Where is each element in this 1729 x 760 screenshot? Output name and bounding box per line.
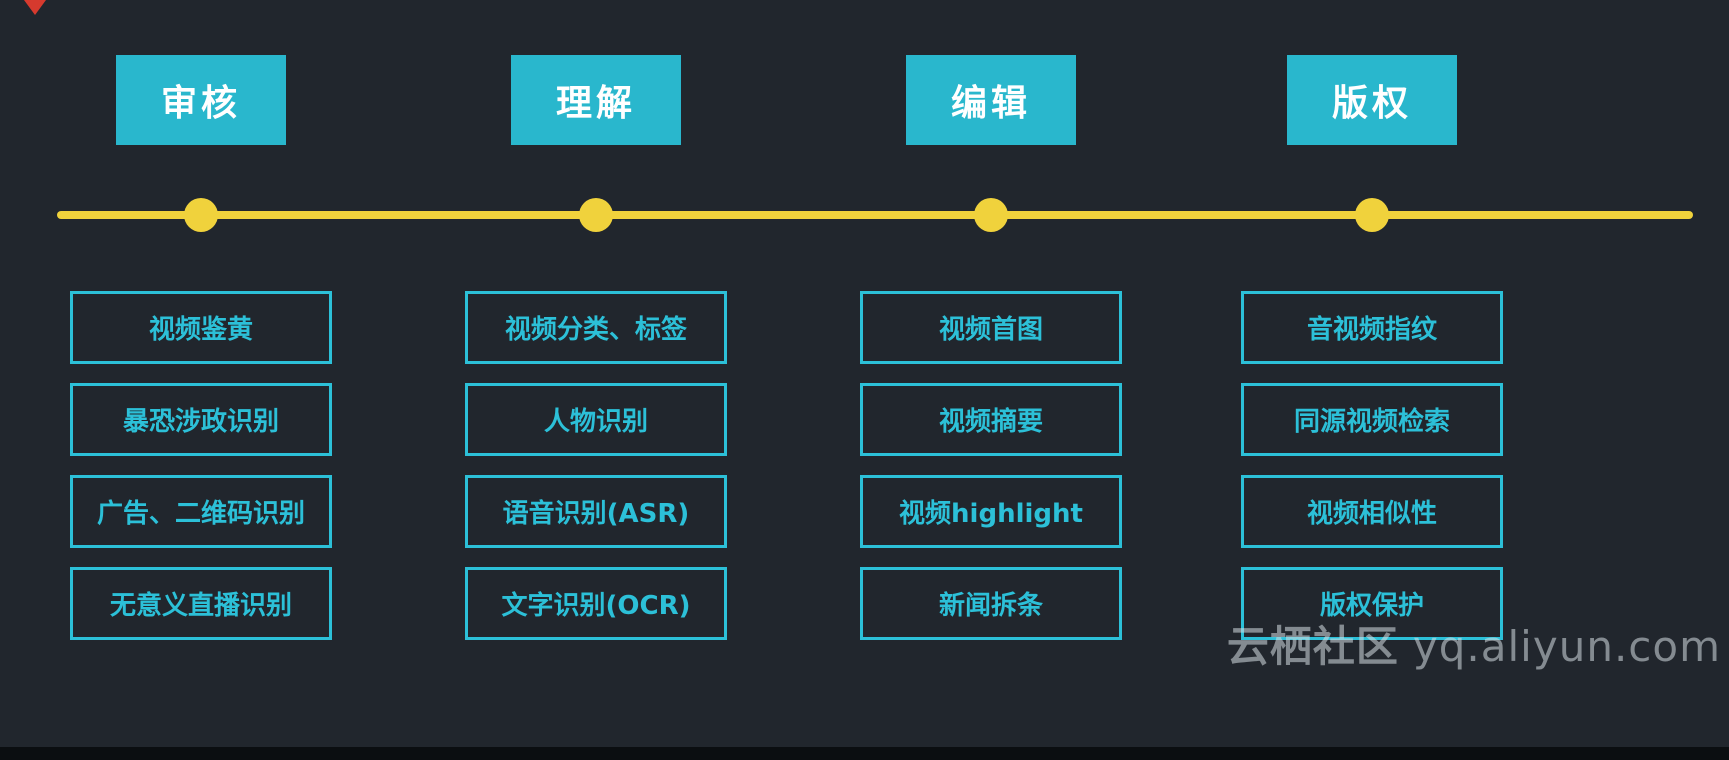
column-header-label: 编辑 bbox=[950, 83, 1031, 124]
item-label: 视频首图 bbox=[938, 315, 1043, 345]
item-label: 广告、二维码识别 bbox=[96, 499, 305, 529]
column-review: 审核 视频鉴黄 暴恐涉政识别 广告、二维码识别 无意义直播识别 bbox=[70, 0, 332, 760]
column-understand: 理解 视频分类、标签 人物识别 语音识别(ASR) 文字识别(OCR) bbox=[465, 0, 727, 760]
timeline-dot-review bbox=[184, 198, 218, 232]
item-label: 视频相似性 bbox=[1306, 499, 1437, 529]
item-news-splitting: 新闻拆条 bbox=[860, 567, 1122, 640]
bottom-edge-bar bbox=[0, 747, 1729, 760]
item-video-cover: 视频首图 bbox=[860, 291, 1122, 364]
item-video-classification-tags: 视频分类、标签 bbox=[465, 291, 727, 364]
item-video-summary: 视频摘要 bbox=[860, 383, 1122, 456]
item-list-review: 视频鉴黄 暴恐涉政识别 广告、二维码识别 无意义直播识别 bbox=[70, 291, 332, 640]
item-list-edit: 视频首图 视频摘要 视频highlight 新闻拆条 bbox=[860, 291, 1122, 640]
corner-marker-icon bbox=[24, 0, 46, 15]
item-list-understand: 视频分类、标签 人物识别 语音识别(ASR) 文字识别(OCR) bbox=[465, 291, 727, 640]
item-list-copyright: 音视频指纹 同源视频检索 视频相似性 版权保护 bbox=[1241, 291, 1503, 640]
item-speech-recognition-asr: 语音识别(ASR) bbox=[465, 475, 727, 548]
item-label: 新闻拆条 bbox=[938, 591, 1043, 621]
item-label: 无意义直播识别 bbox=[109, 591, 292, 621]
item-copyright-protection: 版权保护 bbox=[1241, 567, 1503, 640]
timeline-dot-understand bbox=[579, 198, 613, 232]
item-label: 视频摘要 bbox=[938, 407, 1043, 437]
timeline-line bbox=[57, 211, 1693, 219]
item-ad-qrcode-detection: 广告、二维码识别 bbox=[70, 475, 332, 548]
item-video-porn-detection: 视频鉴黄 bbox=[70, 291, 332, 364]
timeline-dot-copyright bbox=[1355, 198, 1389, 232]
column-header-edit: 编辑 bbox=[906, 55, 1076, 145]
watermark-domain: yq.aliyun.com bbox=[1412, 622, 1721, 671]
item-video-highlight: 视频highlight bbox=[860, 475, 1122, 548]
item-label: 视频highlight bbox=[899, 499, 1083, 529]
item-text-recognition-ocr: 文字识别(OCR) bbox=[465, 567, 727, 640]
item-video-similarity: 视频相似性 bbox=[1241, 475, 1503, 548]
column-header-review: 审核 bbox=[116, 55, 286, 145]
item-label: 人物识别 bbox=[543, 407, 648, 437]
item-label: 音视频指纹 bbox=[1306, 315, 1437, 345]
watermark-brand: 云栖社区 bbox=[1226, 622, 1399, 671]
item-label: 语音识别(ASR) bbox=[502, 499, 690, 529]
item-label: 同源视频检索 bbox=[1293, 407, 1450, 437]
item-label: 文字识别(OCR) bbox=[501, 591, 691, 621]
watermark: 云栖社区 yq.aliyun.com bbox=[1227, 613, 1721, 674]
column-edit: 编辑 视频首图 视频摘要 视频highlight 新闻拆条 bbox=[860, 0, 1122, 760]
column-header-understand: 理解 bbox=[511, 55, 681, 145]
timeline-dot-edit bbox=[974, 198, 1008, 232]
column-header-copyright: 版权 bbox=[1287, 55, 1457, 145]
item-person-recognition: 人物识别 bbox=[465, 383, 727, 456]
item-label: 暴恐涉政识别 bbox=[122, 407, 279, 437]
item-label: 版权保护 bbox=[1319, 591, 1424, 621]
item-audio-video-fingerprint: 音视频指纹 bbox=[1241, 291, 1503, 364]
item-same-source-video-search: 同源视频检索 bbox=[1241, 383, 1503, 456]
item-meaningless-live-detection: 无意义直播识别 bbox=[70, 567, 332, 640]
column-header-label: 理解 bbox=[555, 83, 636, 124]
column-copyright: 版权 音视频指纹 同源视频检索 视频相似性 版权保护 bbox=[1241, 0, 1503, 760]
item-violence-politics-detection: 暴恐涉政识别 bbox=[70, 383, 332, 456]
item-label: 视频鉴黄 bbox=[148, 315, 253, 345]
column-header-label: 版权 bbox=[1331, 83, 1412, 124]
column-header-label: 审核 bbox=[160, 83, 241, 124]
item-label: 视频分类、标签 bbox=[504, 315, 687, 345]
